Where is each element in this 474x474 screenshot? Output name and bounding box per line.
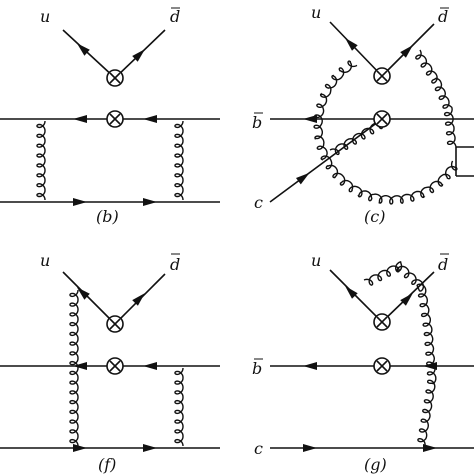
- arrow-f-u: [76, 287, 90, 300]
- arrow-g-b: [303, 362, 317, 370]
- c-line: [269, 118, 383, 203]
- gluon-c-loop: [313, 60, 458, 205]
- arrow-g-b-right: [423, 362, 437, 370]
- arrow-c-c: [296, 172, 310, 185]
- arrow-f-top-left: [73, 362, 87, 370]
- d-label: d: [438, 255, 448, 274]
- vertex-g-upper: [373, 313, 391, 331]
- arrow-layer: [73, 38, 437, 452]
- c-label: c: [254, 193, 263, 212]
- arrow-b-bottom-right: [143, 198, 157, 206]
- u-label: u: [311, 251, 321, 270]
- vertex-c-upper: [373, 67, 391, 85]
- arrow-b-u: [76, 43, 90, 56]
- caption-b: (b): [96, 207, 119, 226]
- arrow-b-top-left: [73, 115, 87, 123]
- arrow-g-c: [303, 444, 317, 452]
- vertex-b-lower: [106, 110, 124, 128]
- gluon-f-right: [174, 367, 184, 447]
- vertex-layer: [106, 67, 391, 375]
- arrow-b-bottom-left: [73, 198, 87, 206]
- arrow-c-d: [400, 45, 413, 58]
- vertex-c-lower: [373, 110, 391, 128]
- gluon-b-right: [174, 120, 184, 201]
- arrow-g-u: [345, 286, 358, 299]
- vertex-g-lower: [373, 357, 391, 375]
- gluon-c-inner: [329, 118, 383, 156]
- caption-f: (f): [98, 455, 116, 474]
- u-label: u: [40, 251, 50, 270]
- u-quark-line: [62, 271, 116, 325]
- panel-g: u d b c (g): [252, 251, 474, 474]
- vertex-b-upper: [106, 69, 124, 87]
- arrow-f-bottom-right: [143, 444, 157, 452]
- b-label: b: [252, 113, 262, 132]
- arrow-g-c-right: [423, 444, 437, 452]
- caption-c: (c): [364, 207, 385, 226]
- arrow-b-d: [132, 49, 145, 62]
- arrow-f-top-right: [143, 362, 157, 370]
- d-label: d: [170, 7, 180, 26]
- c-label: c: [254, 439, 263, 458]
- arrow-f-bottom-left: [73, 444, 87, 452]
- arrow-g-d: [400, 293, 413, 306]
- panel-c: u d b c (c): [252, 3, 474, 226]
- u-label: u: [40, 7, 50, 26]
- u-quark-line: [329, 21, 383, 77]
- d-label: d: [438, 7, 448, 26]
- caption-g: (g): [364, 455, 387, 474]
- arrow-b-top-right: [143, 115, 157, 123]
- arrow-c-u: [345, 38, 358, 51]
- gluon-b-left: [36, 120, 46, 201]
- b-label: b: [252, 359, 262, 378]
- gluon-c-right: [415, 49, 457, 148]
- arrow-f-d: [132, 293, 145, 306]
- gluon-layer: [36, 49, 458, 447]
- vertex-f-upper: [106, 315, 124, 333]
- u-label: u: [311, 3, 321, 22]
- vertex-f-lower: [106, 357, 124, 375]
- gluon-f-left: [69, 289, 79, 447]
- arrow-c-b: [303, 115, 317, 123]
- u-quark-line: [62, 29, 116, 79]
- u-quark-line: [329, 269, 383, 323]
- d-label: d: [170, 255, 180, 274]
- gluon-g-loop: [363, 261, 437, 447]
